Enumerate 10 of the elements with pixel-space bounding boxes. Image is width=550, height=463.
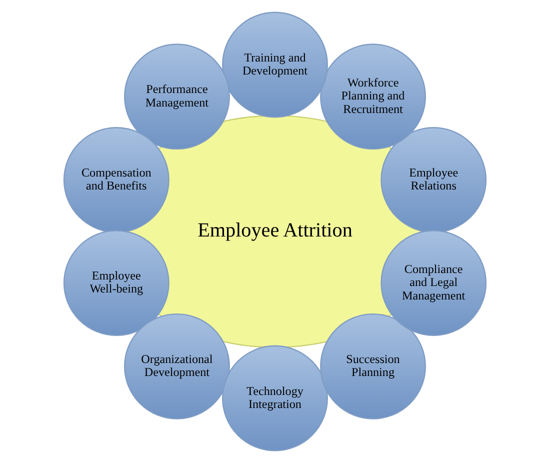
node-circle: Compensation and Benefits <box>63 127 170 233</box>
node-circle: Succession Planning <box>320 313 426 420</box>
node-circle: Employee Relations <box>380 127 487 233</box>
node-circle: Training and Development <box>222 12 328 118</box>
node-circle: Employee Well-being <box>63 230 170 336</box>
node-circle: Performance Management <box>124 44 230 150</box>
node-circle: Workforce Planning and Recruitment <box>320 44 426 150</box>
node-circle: Technology Integration <box>222 345 328 452</box>
node-circle: Compliance and Legal Management <box>380 230 487 336</box>
node-circle: Organizational Development <box>124 313 230 420</box>
